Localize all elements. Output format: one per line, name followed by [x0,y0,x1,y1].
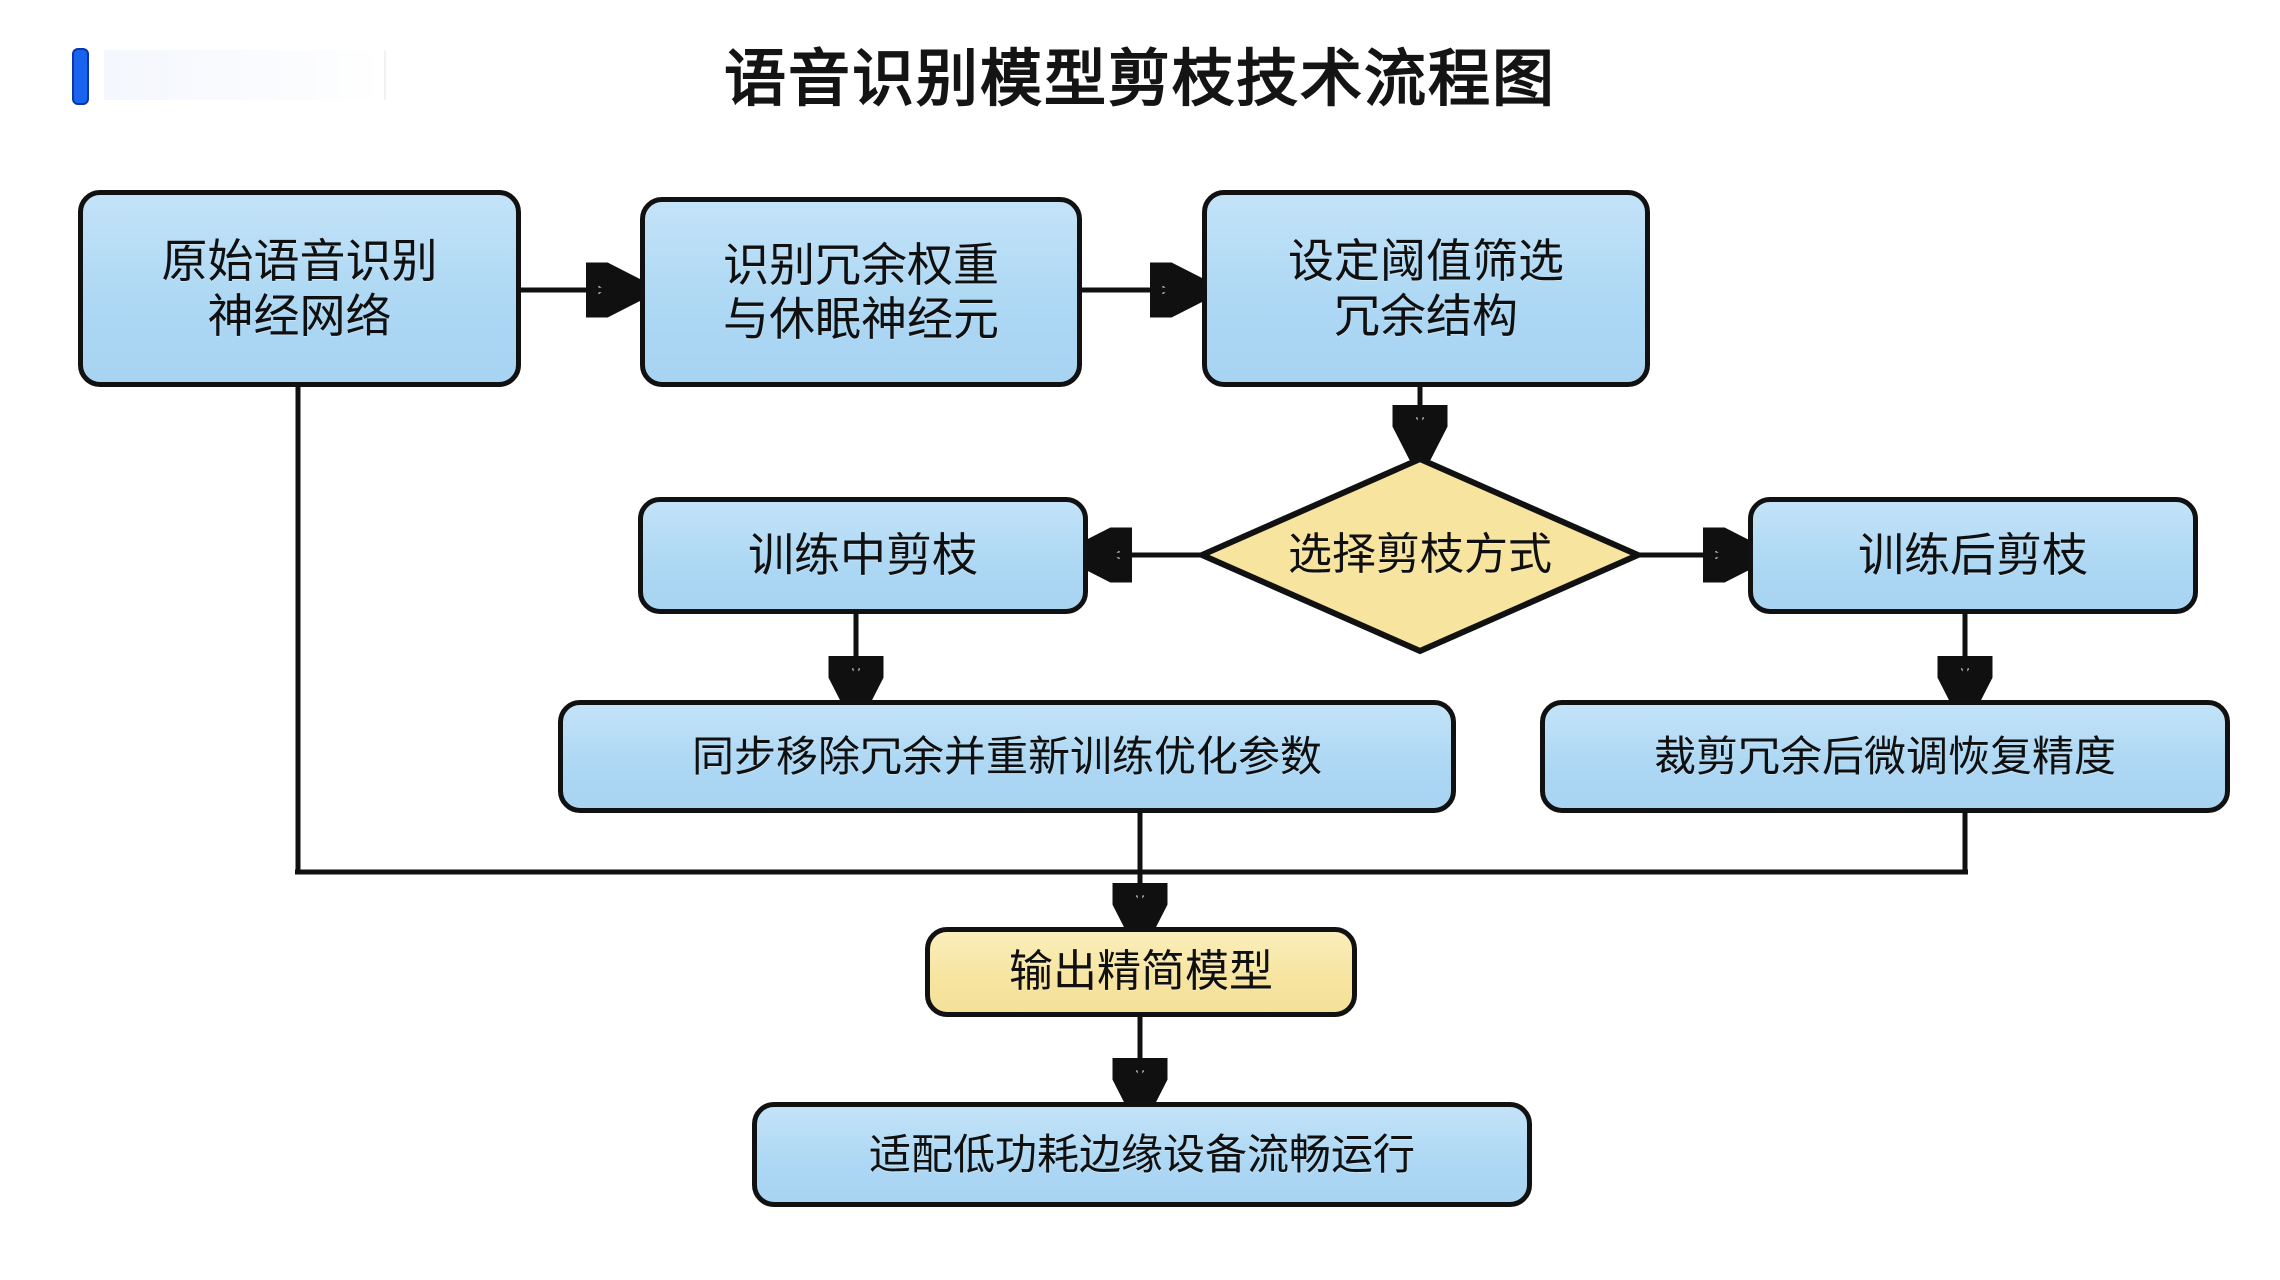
node-label: 识别冗余权重 与休眠神经元 [723,238,999,345]
node-label: 输出精简模型 [1009,947,1273,997]
node-finetune-restore-accuracy[interactable]: 裁剪冗余后微调恢复精度 [1540,700,2230,813]
node-label: 原始语音识别 神经网络 [161,235,438,342]
node-label: 训练后剪枝 [1858,529,2088,582]
node-label: 裁剪冗余后微调恢复精度 [1653,732,2116,780]
node-output-compact-model[interactable]: 输出精简模型 [925,927,1357,1017]
page-title: 语音识别模型剪枝技术流程图 [723,45,1556,114]
node-remove-redundancy-and-retrain[interactable]: 同步移除冗余并重新训练优化参数 [558,700,1456,813]
node-label: 选择剪枝方式 [1288,530,1552,580]
node-threshold-filter-redundancy[interactable]: 设定阈值筛选 冗余结构 [1202,190,1650,387]
blue-bar-marker-icon [72,48,89,105]
node-original-asr-network[interactable]: 原始语音识别 神经网络 [78,190,521,387]
diamond-shape-icon [1198,455,1642,655]
node-identify-redundant-weights[interactable]: 识别冗余权重 与休眠神经元 [640,197,1082,387]
watermark-placeholder [104,50,386,100]
node-pruning-after-training[interactable]: 训练后剪枝 [1748,497,2198,614]
node-label: 设定阈值筛选 冗余结构 [1288,235,1564,342]
node-deploy-low-power-edge[interactable]: 适配低功耗边缘设备流畅运行 [752,1102,1532,1207]
node-choose-pruning-method[interactable]: 选择剪枝方式 [1198,455,1642,655]
node-pruning-during-training[interactable]: 训练中剪枝 [638,497,1088,614]
node-label: 适配低功耗边缘设备流畅运行 [868,1130,1415,1178]
node-label: 训练中剪枝 [748,529,978,582]
node-label: 同步移除冗余并重新训练优化参数 [691,732,1322,780]
